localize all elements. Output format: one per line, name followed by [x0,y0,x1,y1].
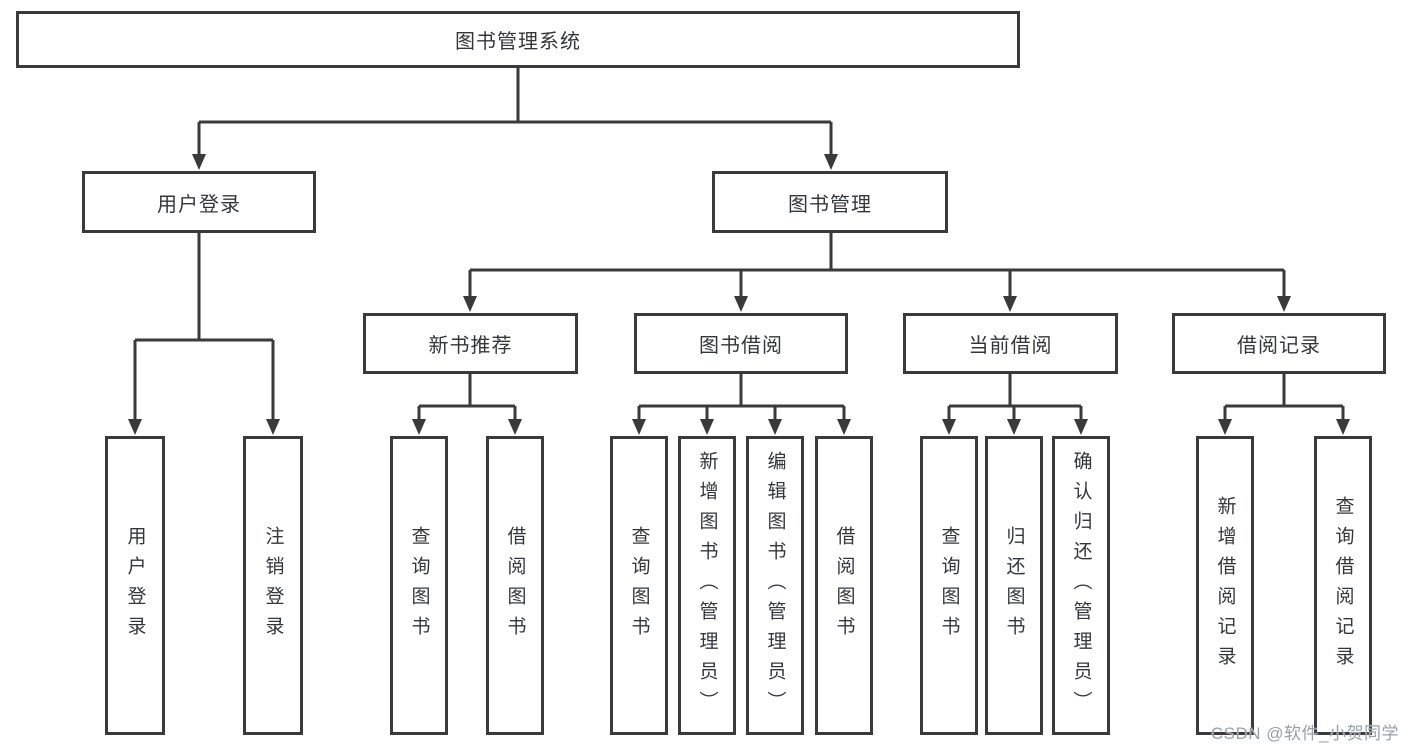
connector-user-login [133,233,275,421]
leaf-query-books-current: 查询图书 [920,436,978,735]
node-borrowing-records: 借阅记录 [1172,313,1386,374]
leaf-borrow-books-recommend: 借阅图书 [486,436,544,735]
node-current-borrowing: 当前借阅 [903,313,1118,374]
node-book-management: 图书管理 [712,171,948,233]
leaf-user-login-label: 用户登录 [124,525,146,646]
leaf-logout: 注销登录 [243,436,303,735]
leaf-logout-label: 注销登录 [262,525,284,646]
leaf-add-borrow-record: 新增借阅记录 [1196,436,1254,735]
connector-current [947,374,1083,421]
connector-borrowing [637,374,846,421]
leaf-add-borrow-record-label: 新增借阅记录 [1214,495,1236,676]
node-user-login: 用户登录 [82,171,316,233]
leaf-return-books-label: 归还图书 [1003,525,1025,646]
connector-book-mgmt [468,233,1286,298]
connector-new-book [417,374,517,421]
leaf-borrow-books: 借阅图书 [815,436,873,735]
leaf-query-borrow-record-label: 查询借阅记录 [1332,495,1354,676]
leaf-query-books-borrowing-label: 查询图书 [628,525,650,646]
connector-records [1223,374,1345,421]
leaf-query-borrow-record: 查询借阅记录 [1314,436,1372,735]
leaf-query-books-current-label: 查询图书 [938,525,960,646]
leaf-add-books-admin-label: 新增图书（管理员） [696,450,718,721]
leaf-add-books-admin: 新增图书（管理员） [678,436,736,735]
leaf-query-books-recommend: 查询图书 [390,436,448,735]
leaf-query-books-recommend-label: 查询图书 [408,525,430,646]
connector-root [197,68,833,157]
leaf-borrow-books-label: 借阅图书 [833,525,855,646]
leaf-confirm-return-admin: 确认归还（管理员） [1052,436,1110,735]
leaf-edit-books-admin-label: 编辑图书（管理员） [764,450,786,721]
node-new-book-recommend: 新书推荐 [363,313,578,374]
leaf-user-login: 用户登录 [105,436,165,735]
leaf-borrow-books-recommend-label: 借阅图书 [504,525,526,646]
node-book-borrowing: 图书借阅 [634,313,848,374]
leaf-confirm-return-admin-label: 确认归还（管理员） [1070,450,1092,721]
leaf-edit-books-admin: 编辑图书（管理员） [746,436,804,735]
csdn-watermark: CSDN @软件_小贺同学 [1210,724,1399,743]
leaf-query-books-borrowing: 查询图书 [610,436,668,735]
leaf-return-books: 归还图书 [985,436,1043,735]
node-root-system: 图书管理系统 [16,11,1020,68]
